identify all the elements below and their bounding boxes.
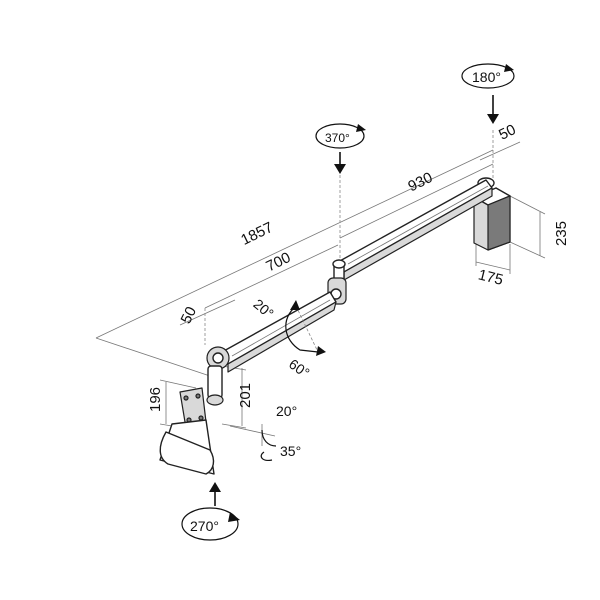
rotation-middle-arrowhead (356, 124, 366, 132)
tray-shell (159, 431, 215, 475)
outer-arm-label: 930 (405, 169, 435, 195)
ext-line-column-bottom (221, 423, 247, 429)
head-joint (206, 346, 230, 406)
outer-arm-side (343, 187, 493, 281)
middle-rotation-label: 370° (325, 131, 350, 145)
head-column (207, 365, 223, 399)
inner-arm-label: 700 (263, 249, 293, 275)
inner-arm-side (227, 301, 337, 373)
rotation-top-axis-head (487, 114, 499, 124)
dim-line-total (95, 149, 494, 339)
total-length-label: 1857 (238, 219, 275, 249)
head-pan-arc (261, 429, 277, 447)
rotation-middle: 370° (315, 123, 366, 174)
tilt-arc-path (285, 305, 319, 353)
dim-line-outer-arm (339, 163, 494, 239)
rotation-bottom-axis-head (209, 482, 221, 492)
wall-offset-label: 50 (496, 121, 518, 144)
head-angles: 20° 35° (260, 403, 301, 461)
inner-arm (221, 291, 337, 373)
tilt-arc-head-up (290, 300, 300, 310)
head-height-label: 196 (147, 387, 164, 412)
rotation-bottom: 270° (181, 482, 240, 541)
dim-line-wall-offset (479, 141, 521, 161)
outer-arm-groove (347, 185, 489, 265)
head-joint-knob (212, 352, 224, 364)
ext-line-plate-bottom (509, 241, 546, 259)
head-column-base (206, 394, 224, 406)
rotation-top-arrowhead (504, 64, 514, 72)
middle-joint-cap (332, 259, 346, 269)
wall-plate-side (487, 195, 511, 251)
tilt-arc-chord (295, 305, 319, 353)
rotation-middle-axis-head (334, 164, 346, 174)
wall-mount (473, 177, 511, 251)
ext-line-head-top (159, 379, 197, 389)
dim-line-plate-depth (475, 261, 511, 271)
tilt-arc-head-down (316, 346, 326, 356)
inner-arm-groove (231, 299, 331, 357)
outer-arm (337, 179, 493, 281)
top-rotation-label: 180° (472, 69, 501, 85)
rotation-bottom-arrowhead (228, 512, 240, 522)
rotation-top: 180° (461, 63, 515, 124)
dim-line-arm-offset (179, 299, 236, 326)
vesa-hole-4 (198, 415, 204, 421)
head-tilt-label: 20° (276, 403, 297, 419)
dim-line-inner-arm (204, 244, 339, 309)
vesa-hole-1 (183, 395, 189, 401)
rotation-middle-ellipse (315, 123, 365, 149)
vesa-head (159, 387, 215, 475)
vesa-hole-2 (195, 393, 201, 399)
ext-line-plate-top (509, 195, 546, 215)
head-tilt-arc (260, 451, 273, 461)
plate-height-label: 235 (553, 221, 570, 246)
tilt-down-label: 60° (286, 356, 313, 381)
plate-depth-label: 175 (476, 266, 504, 289)
head-pan-label: 35° (280, 443, 301, 459)
column-height-label: 201 (237, 383, 254, 408)
arm-offset-label: 50 (178, 304, 201, 326)
head-pivot-axis (229, 425, 276, 437)
bottom-rotation-label: 270° (190, 518, 219, 534)
tilt-up-label: 20° (250, 296, 277, 322)
ext-line-total-left (95, 337, 211, 377)
rotation-top-ellipse (461, 63, 515, 89)
rotation-bottom-ellipse (181, 507, 239, 541)
